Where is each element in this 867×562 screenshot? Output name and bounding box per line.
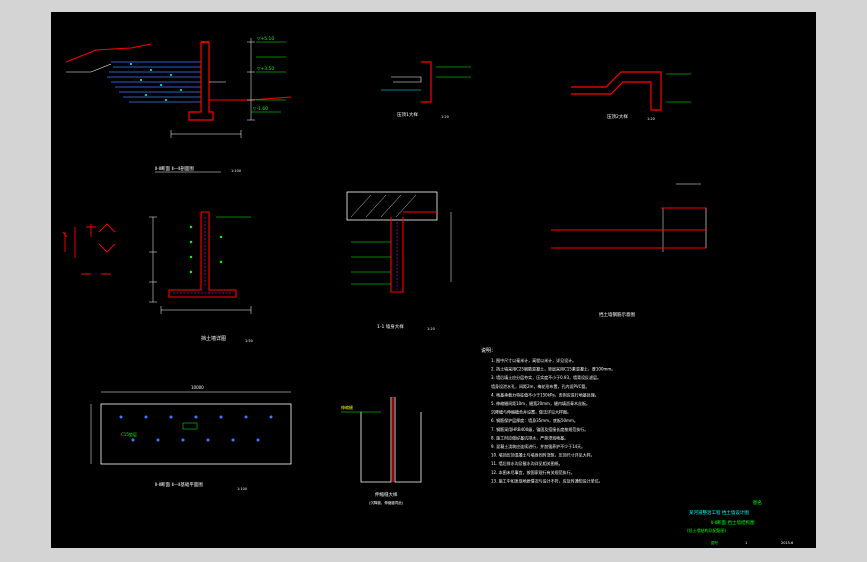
cap-detail-1-scale: 1:20 (441, 115, 449, 119)
note-line: 2. 挡土墙采用C25钢筋混凝土，垫层采用C15素混凝土，厚100mm。 (491, 366, 615, 372)
note-line: 12. 本图未尽事宜，按国家现行有关规范执行。 (491, 469, 575, 475)
corner-detail-view: 1-1 墙身大样 1:20 (346, 191, 452, 331)
note-line: 11. 墙后排水沟及截水沟详见相关图纸。 (491, 460, 563, 466)
note-line: 6. 钢筋保护层厚度：墙身35mm，底板50mm。 (491, 417, 578, 423)
wall-detail-view: 挡土墙详图 1:50 (149, 211, 253, 343)
title-block-date: 2015.6 (781, 541, 793, 545)
main-section-title: Ⅱ-Ⅱ断面 Ⅱ—Ⅱ剖面图 (155, 165, 194, 172)
elev-mid-label: ▽+3.50 (257, 66, 274, 72)
notes-heading: 说明： (481, 347, 496, 354)
joint-detail-view: 伸缩缝 伸缩缝大样 (沉降缝、伸缩缝同此) (341, 397, 422, 505)
note-line: 8. 施工时应做好基坑排水，严禁浸泡地基。 (491, 434, 568, 440)
cap-detail-2-scale: 1:20 (647, 117, 655, 121)
elev-top-label: ▽+5.10 (257, 36, 274, 42)
cap-detail-2-title: 压顶2大样 (607, 113, 628, 120)
wall-detail-title: 挡土墙详图 (201, 335, 226, 342)
note-line: 13. 施工中如发现地质情况与设计不符，应及时通知设计单位。 (491, 477, 603, 483)
note-line: 墙身设泄水孔，间距2m，梅花形布置，孔内设PVC管。 (491, 383, 589, 389)
rebar-schedule-view: 挡土墙钢筋示意图 (551, 183, 707, 318)
title-block-drawing: Ⅱ-Ⅱ断面 挡土墙结构图 (711, 519, 755, 526)
joint-tag: 伸缩缝 (341, 404, 353, 410)
rebar-schedule-title: 挡土墙钢筋示意图 (599, 311, 635, 318)
cap-detail-2-view: 压顶2大样 1:20 (571, 71, 691, 121)
note-line: 1. 图中尺寸以毫米计，高程以米计，详见设计。 (491, 357, 576, 363)
title-block-label: 图名 (753, 499, 762, 506)
cap-detail-1-title: 压顶1大样 (397, 111, 418, 118)
note-line: 3. 墙后填土应分层夯实，压实度不小于0.93，墙背设反滤层。 (491, 374, 601, 380)
plan-dim: 10000 (191, 385, 204, 390)
foundation-plan-scale: 1:100 (237, 487, 247, 491)
title-block-number: 1 (745, 541, 747, 545)
elev-low-label: ▽-1.60 (253, 106, 268, 112)
title-block-number-label: 图号 (711, 540, 719, 545)
foundation-plan-view: 10000 C15垫层 Ⅱ-Ⅱ断面 Ⅱ—Ⅱ基础平面图 1:100 (90, 385, 292, 491)
plan-tag: C15垫层 (121, 431, 137, 437)
note-line: 5. 伸缩缝间距10m，缝宽20mm，缝内填沥青木丝板。 (491, 400, 590, 406)
main-section-scale: 1:100 (231, 169, 241, 173)
cad-drawing: ▽+5.10 ▽+3.50 ▽-1.60 Ⅱ-Ⅱ断面 Ⅱ—Ⅱ剖面图 1:100 … (62, 36, 793, 545)
foundation-plan-title: Ⅱ-Ⅱ断面 Ⅱ—Ⅱ基础平面图 (155, 481, 203, 488)
corner-detail-scale: 1:20 (427, 327, 435, 331)
note-line: 沉降缝与伸缩缝合并设置，做法详见大样图。 (491, 409, 571, 415)
drawing-sheet: ▽+5.10 ▽+3.50 ▽-1.60 Ⅱ-Ⅱ断面 Ⅱ—Ⅱ剖面图 1:100 … (51, 12, 816, 548)
note-line: 7. 钢筋采用HRB400级，锚固及搭接长度按规范执行。 (491, 426, 588, 432)
title-block-subtitle: (挡土墙结构及配筋图) (687, 527, 727, 533)
design-notes: 说明： 1. 图中尺寸以毫米计，高程以米计，详见设计。 2. 挡土墙采用C25钢筋… (481, 347, 615, 483)
cap-detail-1-view: 压顶1大样 1:20 (381, 61, 471, 119)
note-line: 9. 混凝土浇筑应连续进行，并加强养护不少于14天。 (491, 443, 585, 449)
joint-detail-subtitle: (沉降缝、伸缩缝同此) (369, 500, 404, 505)
main-section-view: ▽+5.10 ▽+3.50 ▽-1.60 Ⅱ-Ⅱ断面 Ⅱ—Ⅱ剖面图 1:100 (65, 36, 292, 173)
title-block-project: 某河道整治工程 挡土墙设计图 (689, 509, 749, 516)
joint-detail-title: 伸缩缝大样 (375, 491, 398, 498)
corner-detail-title: 1-1 墙身大样 (377, 323, 404, 330)
title-block: 图名 某河道整治工程 挡土墙设计图 Ⅱ-Ⅱ断面 挡土墙结构图 (挡土墙结构及配筋… (687, 499, 793, 545)
wall-detail-scale: 1:50 (245, 339, 253, 343)
note-line: 10. 墙顶压顶混凝土与墙身同时浇筑，压顶尺寸详见大样。 (491, 452, 595, 458)
note-line: 4. 地基承载力特征值不小于150kPa，否则应进行地基处理。 (491, 391, 599, 397)
rebar-shapes (62, 223, 116, 275)
